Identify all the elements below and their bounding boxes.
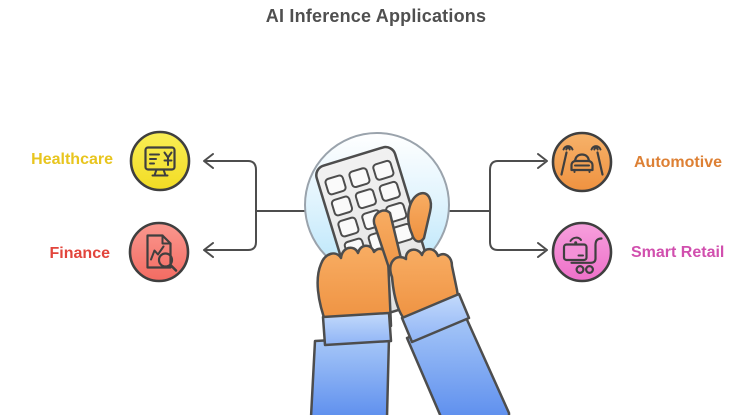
healthcare-label: Healthcare: [31, 151, 113, 168]
arrow-left-top-icon: [203, 153, 214, 169]
center-illustration: [304, 132, 511, 415]
right-cuff: [400, 292, 471, 344]
arrow-left-bottom-icon: [203, 242, 214, 258]
finance-node-icon: [127, 220, 191, 284]
finance-label: Finance: [49, 245, 110, 262]
health-monitor-icon: [129, 130, 191, 192]
arrow-right-top-icon: [537, 153, 548, 169]
smart-shopping-cart-icon: [551, 221, 613, 283]
finance-report-magnifier-icon: [128, 221, 190, 283]
automotive-label: Automotive: [634, 154, 722, 171]
left-cuff: [321, 311, 393, 347]
connector-left-top: [205, 160, 306, 212]
connector-left-bottom: [205, 210, 257, 251]
sleeves: [309, 292, 511, 415]
arrow-right-bottom-icon: [537, 242, 548, 258]
left-sleeve: [309, 335, 391, 415]
connected-car-icon: [551, 131, 613, 193]
connector-lines: [203, 153, 548, 258]
page-title: AI Inference Applications: [265, 6, 487, 26]
connector-right-bottom: [489, 210, 545, 251]
smart-retail-node-icon: [550, 220, 614, 284]
healthcare-node-icon: [128, 129, 192, 193]
left-hand: [316, 244, 393, 328]
automotive-node-icon: [550, 130, 614, 194]
right-thumb: [407, 191, 433, 243]
connector-right-top: [448, 160, 545, 212]
smart-retail-label: Smart Retail: [631, 244, 725, 261]
